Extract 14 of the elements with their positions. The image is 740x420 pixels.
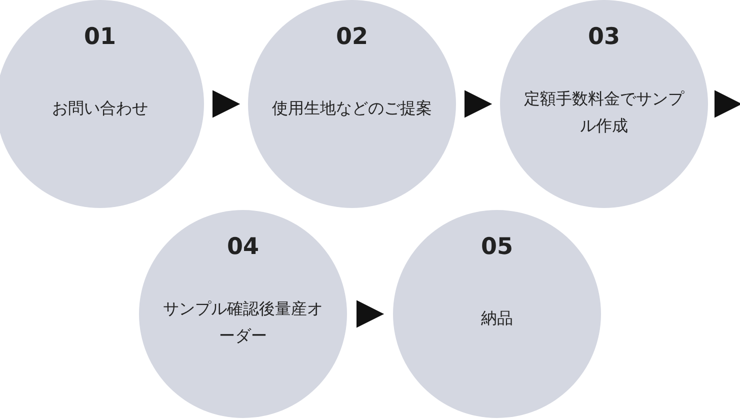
arrow (212, 90, 240, 118)
step-label: 定額手数料金でサンプル作成 (523, 88, 686, 138)
arrow (356, 300, 384, 328)
arrow (464, 90, 492, 118)
step-number: 04 (226, 234, 260, 260)
step-number: 01 (82, 24, 117, 50)
step-number: 05 (480, 234, 514, 260)
step-number: 02 (334, 24, 369, 50)
step-label: お問い合わせ (51, 98, 149, 120)
step-label: 使用生地などのご提案 (271, 98, 433, 120)
step-label: 納品 (480, 308, 514, 330)
step-label: サンプル確認後量産オーダー (162, 298, 324, 348)
arrow (714, 90, 740, 118)
step-number: 03 (586, 24, 621, 50)
